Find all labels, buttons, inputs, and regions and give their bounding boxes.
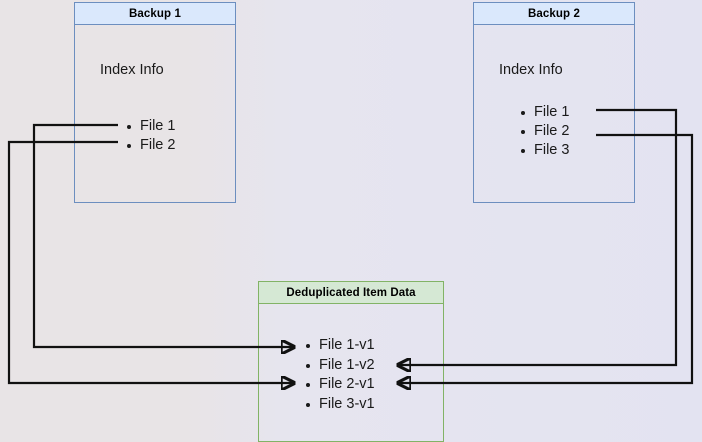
list-item: File 2: [519, 122, 569, 141]
backup-1-file-list: File 1 File 2: [125, 117, 175, 155]
deduplicated-item-data-box[interactable]: Deduplicated Item Data File 1-v1 File 1-…: [258, 281, 444, 442]
list-item: File 1: [519, 103, 569, 122]
backup-1-index-info-label: Index Info: [100, 62, 164, 78]
deduplicated-item-list: File 1-v1 File 1-v2 File 2-v1 File 3-v1: [304, 336, 375, 414]
backup-1-box[interactable]: Backup 1 Index Info File 1 File 2: [74, 2, 236, 203]
backup-2-box[interactable]: Backup 2 Index Info File 1 File 2 File 3: [473, 2, 635, 203]
list-item: File 2: [125, 136, 175, 155]
list-item: File 3-v1: [304, 395, 375, 415]
deduplicated-item-data-title: Deduplicated Item Data: [259, 282, 443, 304]
list-item: File 3: [519, 141, 569, 160]
list-item: File 2-v1: [304, 375, 375, 395]
backup-2-file-list: File 1 File 2 File 3: [519, 103, 569, 160]
backup-1-title: Backup 1: [75, 3, 235, 25]
backup-2-body: Index Info File 1 File 2 File 3: [474, 25, 634, 202]
backup-2-title: Backup 2: [474, 3, 634, 25]
backup-2-index-info-label: Index Info: [499, 62, 563, 78]
list-item: File 1-v1: [304, 336, 375, 356]
deduplicated-item-data-body: File 1-v1 File 1-v2 File 2-v1 File 3-v1: [259, 304, 443, 441]
list-item: File 1-v2: [304, 356, 375, 376]
list-item: File 1: [125, 117, 175, 136]
backup-1-body: Index Info File 1 File 2: [75, 25, 235, 202]
